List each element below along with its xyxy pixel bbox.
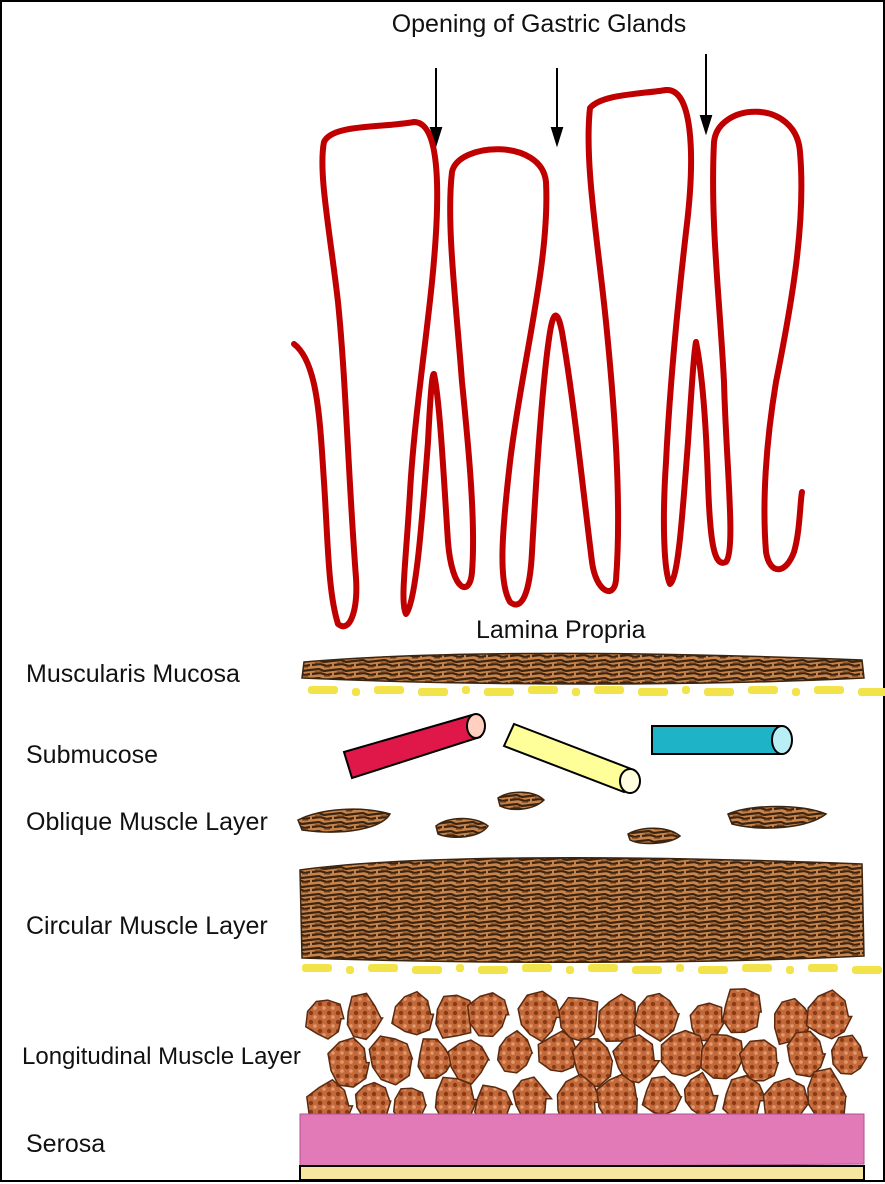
muscle-clump — [807, 990, 852, 1039]
muscle-clump — [392, 992, 434, 1035]
muscle-clump — [661, 1031, 706, 1077]
circular-muscle-dashes — [302, 964, 882, 974]
artery-vessel — [344, 714, 485, 778]
yellow-dash — [484, 688, 514, 696]
label-circular-muscle-layer: Circular Muscle Layer — [26, 912, 268, 940]
yellow-dash — [808, 964, 838, 972]
label-muscularis-mucosa: Muscularis Mucosa — [26, 660, 240, 688]
yellow-dash — [742, 964, 772, 972]
muscularis-mucosa-band — [302, 653, 864, 684]
submucosa-vessels — [344, 714, 792, 793]
yellow-dash — [698, 966, 728, 974]
muscle-clump — [468, 993, 509, 1037]
muscle-clump — [634, 994, 679, 1042]
yellow-dash — [704, 688, 734, 696]
yellow-dash — [456, 964, 464, 972]
yellow-dash — [792, 688, 800, 696]
yellow-dash — [588, 964, 618, 972]
mucosa-outline — [294, 90, 802, 626]
yellow-dash — [858, 688, 885, 696]
muscle-clump — [328, 1038, 369, 1087]
yellow-dash — [786, 966, 794, 974]
circular-muscle-layer — [300, 858, 864, 963]
label-longitudinal-muscle-layer: Longitudinal Muscle Layer — [22, 1043, 301, 1070]
yellow-dash — [462, 686, 470, 694]
yellow-dash — [302, 964, 332, 972]
yellow-dash — [412, 966, 442, 974]
muscle-clump — [347, 993, 382, 1039]
label-serosa: Serosa — [26, 1130, 105, 1158]
yellow-dash — [374, 686, 404, 694]
yellow-dash — [308, 686, 338, 694]
muscle-clump — [723, 989, 762, 1033]
arrow-3-head — [701, 116, 711, 132]
muscle-clump — [448, 1040, 489, 1084]
label-lamina-propria: Lamina Propria — [476, 616, 646, 644]
yellow-dash — [352, 688, 360, 696]
muscle-clump — [498, 1031, 533, 1073]
oblique-muscle-clusters — [298, 792, 826, 843]
muscle-clump — [740, 1040, 779, 1081]
yellow-dash — [478, 966, 508, 974]
muscle-clump — [642, 1076, 681, 1114]
muscle-clump — [685, 1073, 718, 1117]
yellow-dash — [346, 966, 354, 974]
yellow-dash — [632, 966, 662, 974]
yellow-dash — [638, 688, 668, 696]
yellow-dash — [522, 964, 552, 972]
label-oblique-muscle-layer: Oblique Muscle Layer — [26, 808, 268, 836]
muscle-clump — [518, 991, 561, 1041]
yellow-dash — [368, 964, 398, 972]
muscle-clump — [599, 994, 636, 1041]
vein-vessel — [652, 726, 792, 754]
nerve-vessel — [504, 724, 640, 793]
yellow-dash — [852, 966, 882, 974]
label-submucose: Submucose — [26, 741, 158, 769]
gland-opening-arrows — [431, 54, 711, 144]
yellow-dash — [594, 686, 624, 694]
longitudinal-muscle-clumps — [306, 989, 867, 1135]
muscle-clump — [701, 1035, 744, 1079]
yellow-dash — [676, 964, 684, 972]
yellow-dash — [572, 688, 580, 696]
yellow-dash — [682, 686, 690, 694]
yellow-dash — [748, 686, 778, 694]
yellow-dash — [566, 966, 574, 974]
muscle-clump — [369, 1036, 412, 1085]
diagram-title: Opening of Gastric Glands — [392, 10, 687, 38]
muscle-clump — [436, 995, 474, 1038]
yellow-dash — [814, 686, 844, 694]
muscle-clump — [832, 1035, 867, 1074]
muscle-clump — [808, 1068, 846, 1118]
muscularis-mucosa-dashes — [308, 686, 885, 696]
arrow-2-head — [552, 128, 562, 144]
muscle-clump — [306, 1000, 344, 1039]
muscle-clump — [418, 1039, 453, 1078]
yellow-dash — [528, 686, 558, 694]
serosa-band — [300, 1114, 864, 1180]
muscle-clump — [787, 1031, 825, 1076]
muscle-clump — [356, 1083, 391, 1118]
yellow-dash — [418, 688, 448, 696]
